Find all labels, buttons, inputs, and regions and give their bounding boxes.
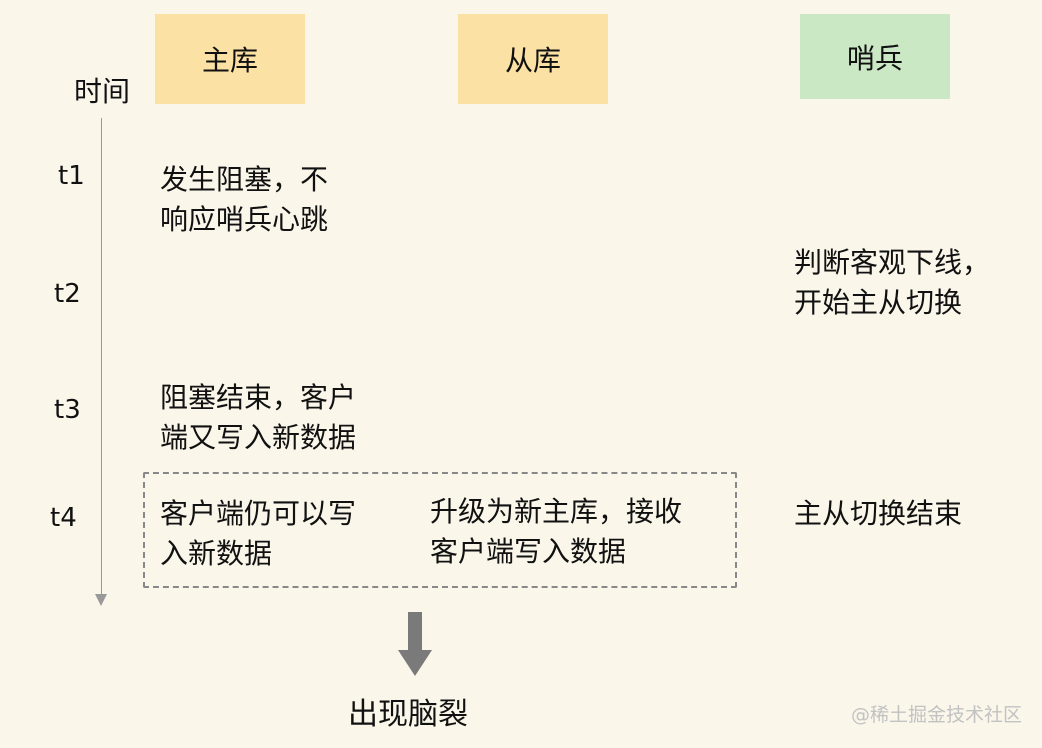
event-t1-master: 发生阻塞，不 响应哨兵心跳 <box>160 160 328 240</box>
event-line: 升级为新主库，接收 <box>430 495 683 528</box>
split-brain-highlight-box <box>143 472 737 588</box>
event-t4-sentinel: 主从切换结束 <box>794 494 962 534</box>
master-column-header: 主库 <box>155 14 305 104</box>
event-line: 客户端写入数据 <box>430 535 627 568</box>
sentinel-column-label: 哨兵 <box>846 41 903 75</box>
timeline-title: 时间 <box>74 75 131 108</box>
event-t2-sentinel: 判断客观下线， 开始主从切换 <box>794 243 990 323</box>
event-t4-master: 客户端仍可以写 入新数据 <box>160 494 356 574</box>
event-line: 响应哨兵心跳 <box>160 203 329 236</box>
timeline-tick-t3: t3 <box>54 395 81 425</box>
event-line: 入新数据 <box>160 537 273 570</box>
event-t4-slave: 升级为新主库，接收 客户端写入数据 <box>430 492 682 572</box>
event-line: 开始主从切换 <box>794 286 963 319</box>
event-line: 阻塞结束，客户 <box>160 381 357 414</box>
event-line: 客户端仍可以写 <box>160 497 357 530</box>
watermark: @稀土掘金技术社区 <box>850 704 1022 726</box>
down-arrow-icon <box>398 612 432 676</box>
event-line: 端又写入新数据 <box>160 421 357 454</box>
event-line: 判断客观下线， <box>794 246 991 279</box>
timeline-tick-t2: t2 <box>54 279 81 309</box>
timeline-tick-t4: t4 <box>50 503 77 533</box>
result-label: 出现脑裂 <box>348 697 468 732</box>
timeline-axis <box>101 118 102 596</box>
sentinel-column-header: 哨兵 <box>800 14 950 99</box>
slave-column-label: 从库 <box>504 44 561 77</box>
master-column-label: 主库 <box>201 44 258 77</box>
event-t3-master: 阻塞结束，客户 端又写入新数据 <box>160 378 356 458</box>
timeline-arrowhead <box>95 594 107 606</box>
event-line: 发生阻塞，不 <box>160 163 329 196</box>
slave-column-header: 从库 <box>458 14 608 104</box>
event-line: 主从切换结束 <box>794 497 963 530</box>
timeline-tick-t1: t1 <box>58 161 85 191</box>
